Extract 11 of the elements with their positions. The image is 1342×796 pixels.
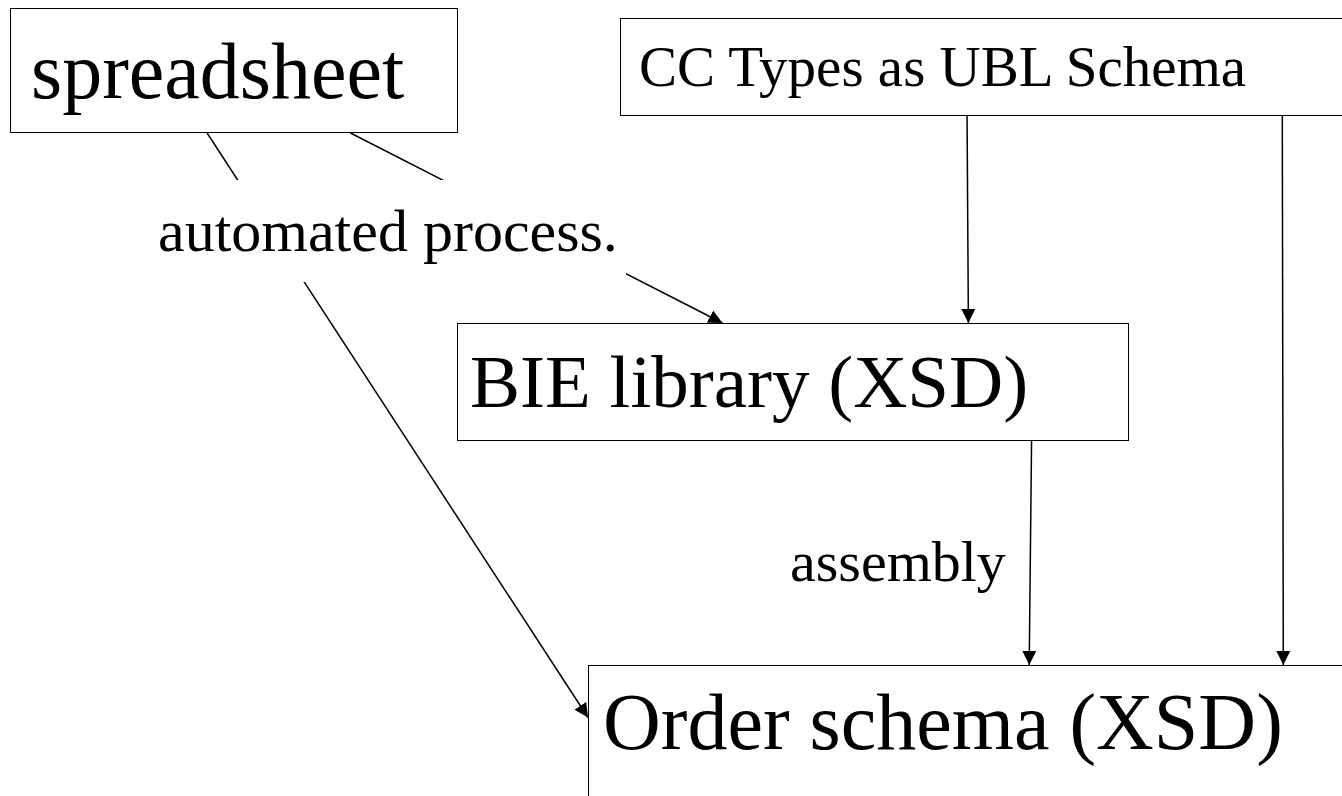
arrow: [1276, 115, 1291, 666]
box-label: BIE library (XSD): [470, 340, 1029, 424]
box-label: CC Types as UBL Schema: [639, 35, 1247, 99]
box-label: spreadsheet: [31, 26, 405, 115]
process-box: [10, 8, 458, 133]
process-box: [588, 665, 1342, 796]
arrow: [1022, 440, 1037, 666]
box-label: Order schema (XSD): [603, 678, 1283, 766]
process-box: [457, 323, 1129, 441]
process-box: [620, 18, 1342, 116]
arrow: [961, 115, 976, 324]
